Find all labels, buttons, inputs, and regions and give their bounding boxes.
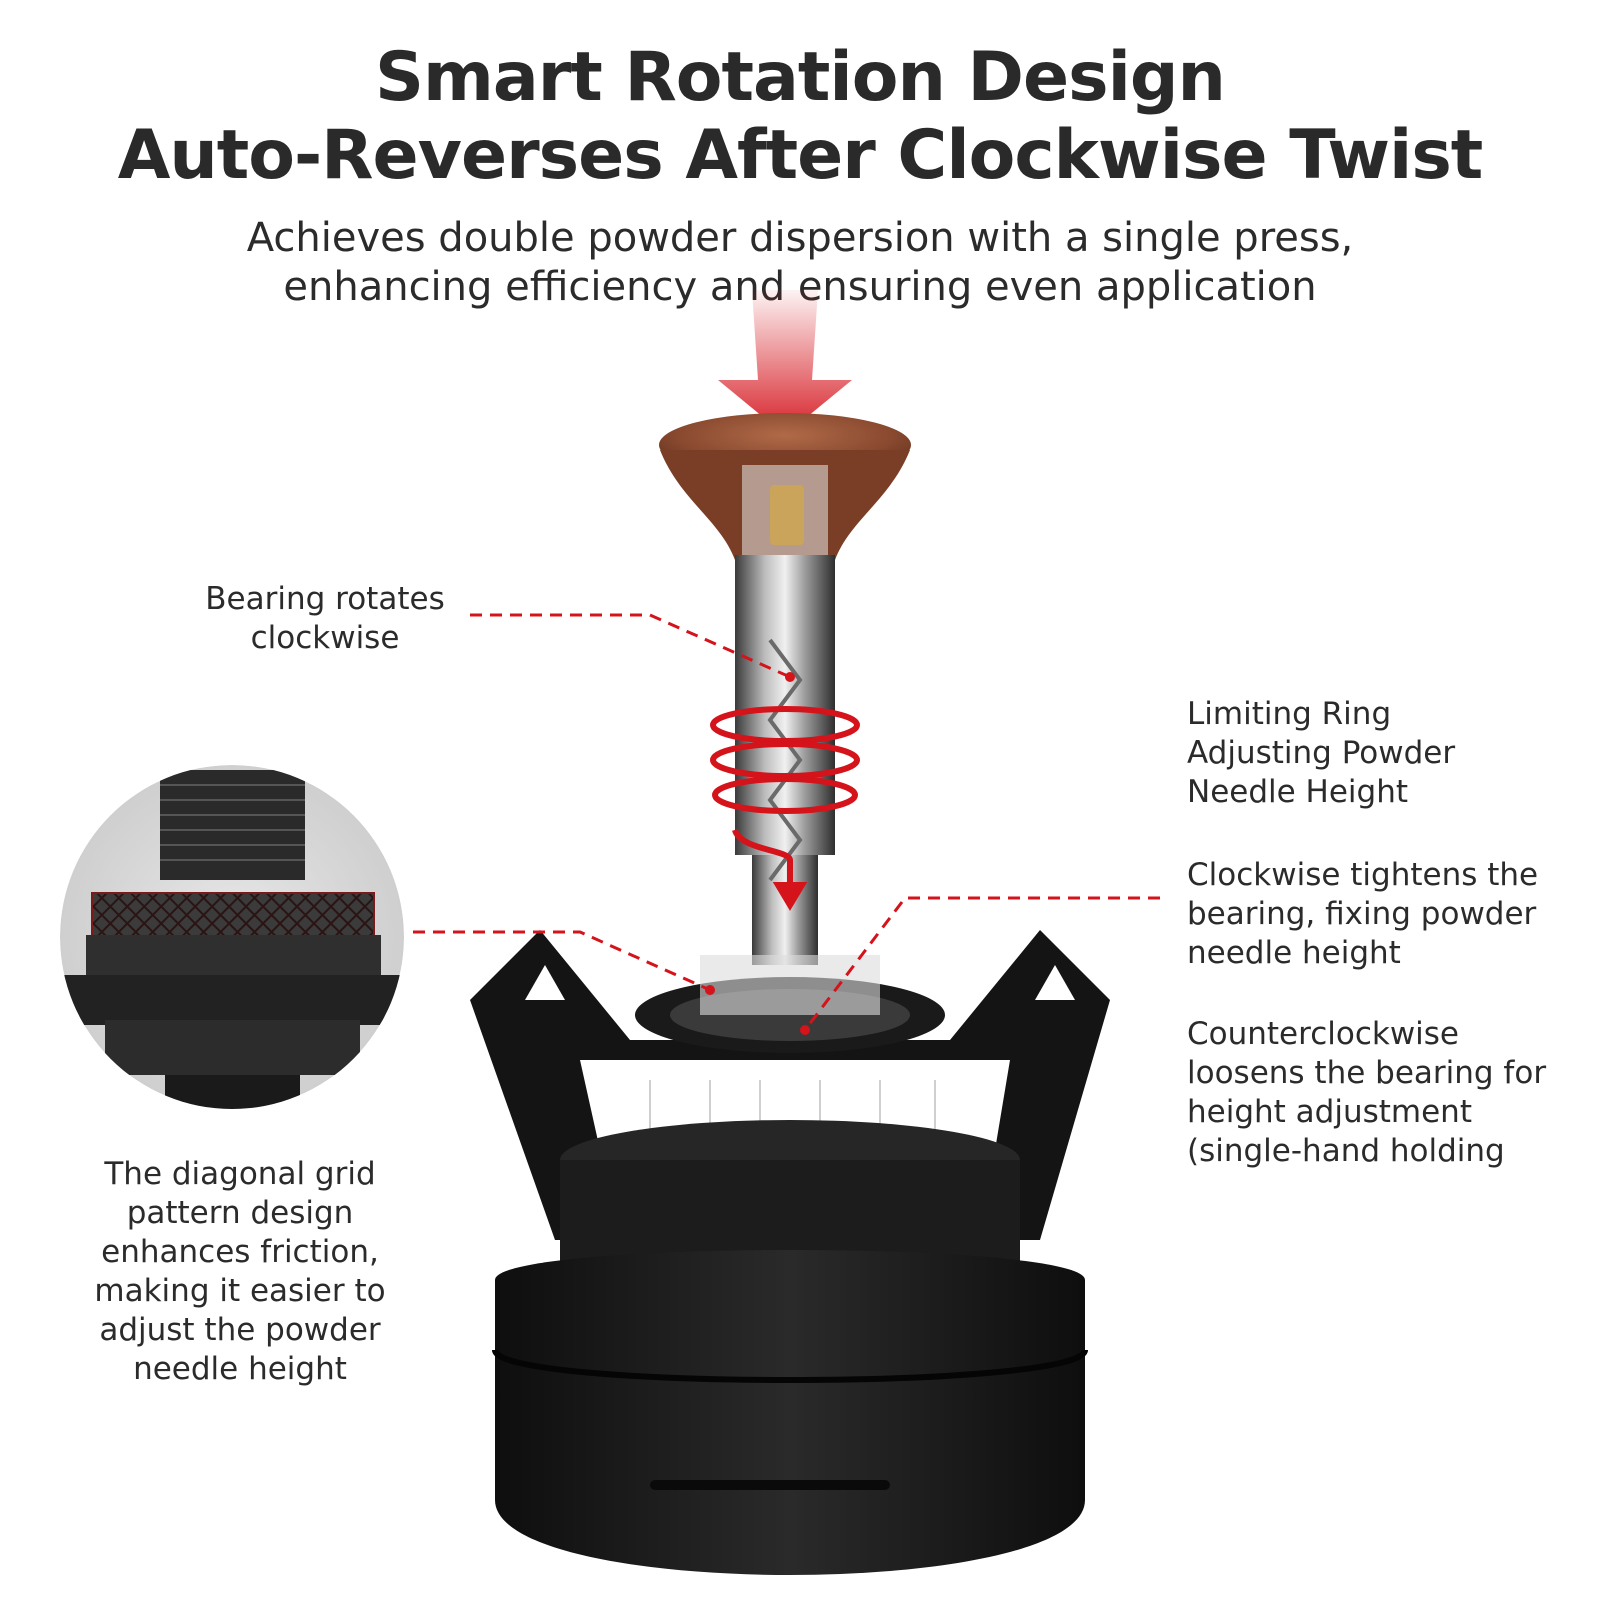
callout-diagonal-grid: The diagonal grid pattern design enhance… <box>94 1156 386 1387</box>
leader-lines <box>413 613 1160 1031</box>
headline-line-1: Smart Rotation Design <box>375 38 1226 117</box>
rotation-icon <box>710 706 860 911</box>
press-arrow-icon <box>718 290 852 435</box>
subtitle-line-1: Achieves double powder dispersion with a… <box>246 215 1354 261</box>
distributor-base <box>470 930 1110 1575</box>
knurl-detail-inset <box>60 765 404 1109</box>
leader-dots <box>705 672 810 1035</box>
callout-limiting-ring: Limiting Ring Adjusting Powder Needle He… <box>1187 696 1456 810</box>
callout-bearing-rotates: Bearing rotates clockwise <box>205 581 445 656</box>
needle-shaft <box>735 555 835 965</box>
headline-line-2: Auto-Reverses After Clockwise Twist <box>117 116 1484 195</box>
wood-knob <box>659 413 911 560</box>
callout-clockwise-tightens: Clockwise tightens the bearing, fixing p… <box>1187 857 1539 971</box>
callout-counterclockwise-loosens: Counterclockwise loosens the bearing for… <box>1187 1016 1547 1169</box>
